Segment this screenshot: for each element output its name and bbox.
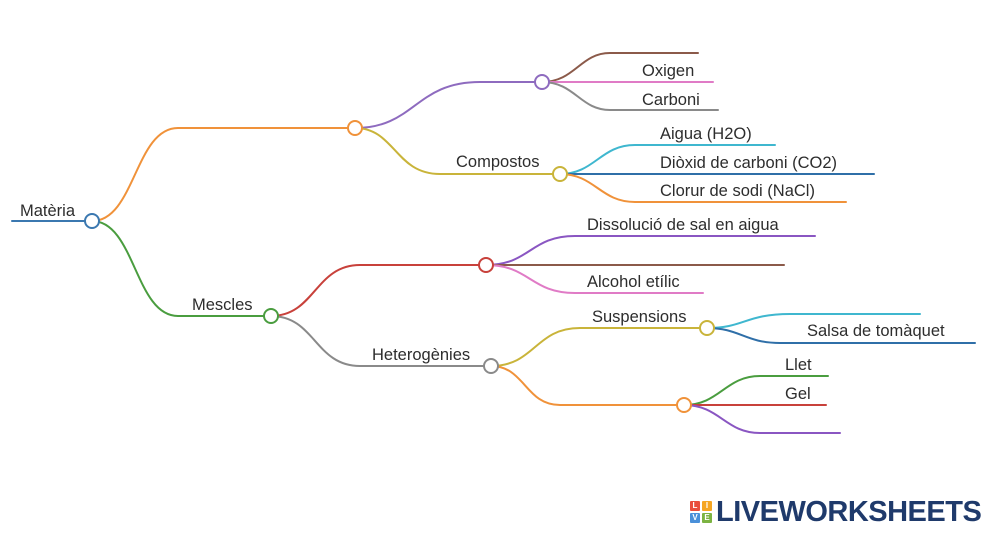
edge-homogenies-alcohol: [485, 264, 704, 294]
suspensions-label: Suspensions: [592, 308, 686, 326]
leaf-oxigen: Oxigen: [642, 62, 694, 80]
compostos-label: Compostos: [456, 153, 539, 171]
leaf-llet: Llet: [785, 356, 812, 374]
leaf-alcohol: Alcohol etílic: [587, 273, 680, 291]
leaf-dioxid: Diòxid de carboni (CO2): [660, 154, 837, 172]
edge-top-compostos: [354, 127, 561, 175]
leaf-gel: Gel: [785, 385, 811, 403]
edge-compostos-clorur: [559, 173, 847, 203]
leaf-dissolucio: Dissolució de sal en aigua: [587, 216, 780, 234]
logo-letter-i: I: [702, 501, 712, 511]
edge-elements-carboni: [541, 81, 719, 111]
edge-colloides-blank: [683, 404, 841, 434]
edge-heterogenies-suspensions: [490, 327, 708, 367]
logo-letter-v: V: [690, 513, 700, 523]
leaf-salsa: Salsa de tomàquet: [807, 322, 945, 340]
edge-elements-blank: [541, 52, 699, 83]
edge-mescles-heterogenies: [270, 315, 492, 367]
root-node: [84, 213, 100, 229]
mescles-label: Mescles: [192, 296, 253, 314]
edge-root-top: [91, 127, 356, 222]
heterogenies-label: Heterogènies: [372, 346, 470, 364]
edge-mescles-homogenies: [270, 264, 487, 317]
compostos-node: [552, 166, 568, 182]
logo-icon: L I V E: [690, 501, 712, 523]
suspensions-node: [699, 320, 715, 336]
brand-name: LIVEWORKSHEETS: [716, 495, 982, 528]
logo-letter-l: L: [690, 501, 700, 511]
edge-heterogenies-colloides: [490, 365, 685, 406]
edge-homogenies-dissolucio: [485, 235, 816, 266]
root-label: Matèria: [20, 202, 76, 220]
homogenies-node: [478, 257, 494, 273]
liveworksheets-logo: L I V E LIVEWORKSHEETS: [690, 494, 982, 530]
top-category-node: [347, 120, 363, 136]
leaf-clorur: Clorur de sodi (NaCl): [660, 182, 815, 200]
mescles-node: [263, 308, 279, 324]
leaf-aigua: Aigua (H2O): [660, 125, 752, 143]
elements-node: [534, 74, 550, 90]
edge-top-elements: [354, 81, 543, 129]
edge-suspensions-blank: [706, 313, 921, 329]
logo-letter-e: E: [702, 513, 712, 523]
leaf-carboni: Carboni: [642, 91, 700, 109]
heterogenies-node: [483, 358, 499, 374]
edge-suspensions-salsa: [706, 327, 976, 344]
edge-compostos-aigua: [559, 144, 776, 175]
colloides-node: [676, 397, 692, 413]
edge-colloides-llet: [683, 375, 829, 406]
edge-root-mescles: [91, 220, 272, 317]
